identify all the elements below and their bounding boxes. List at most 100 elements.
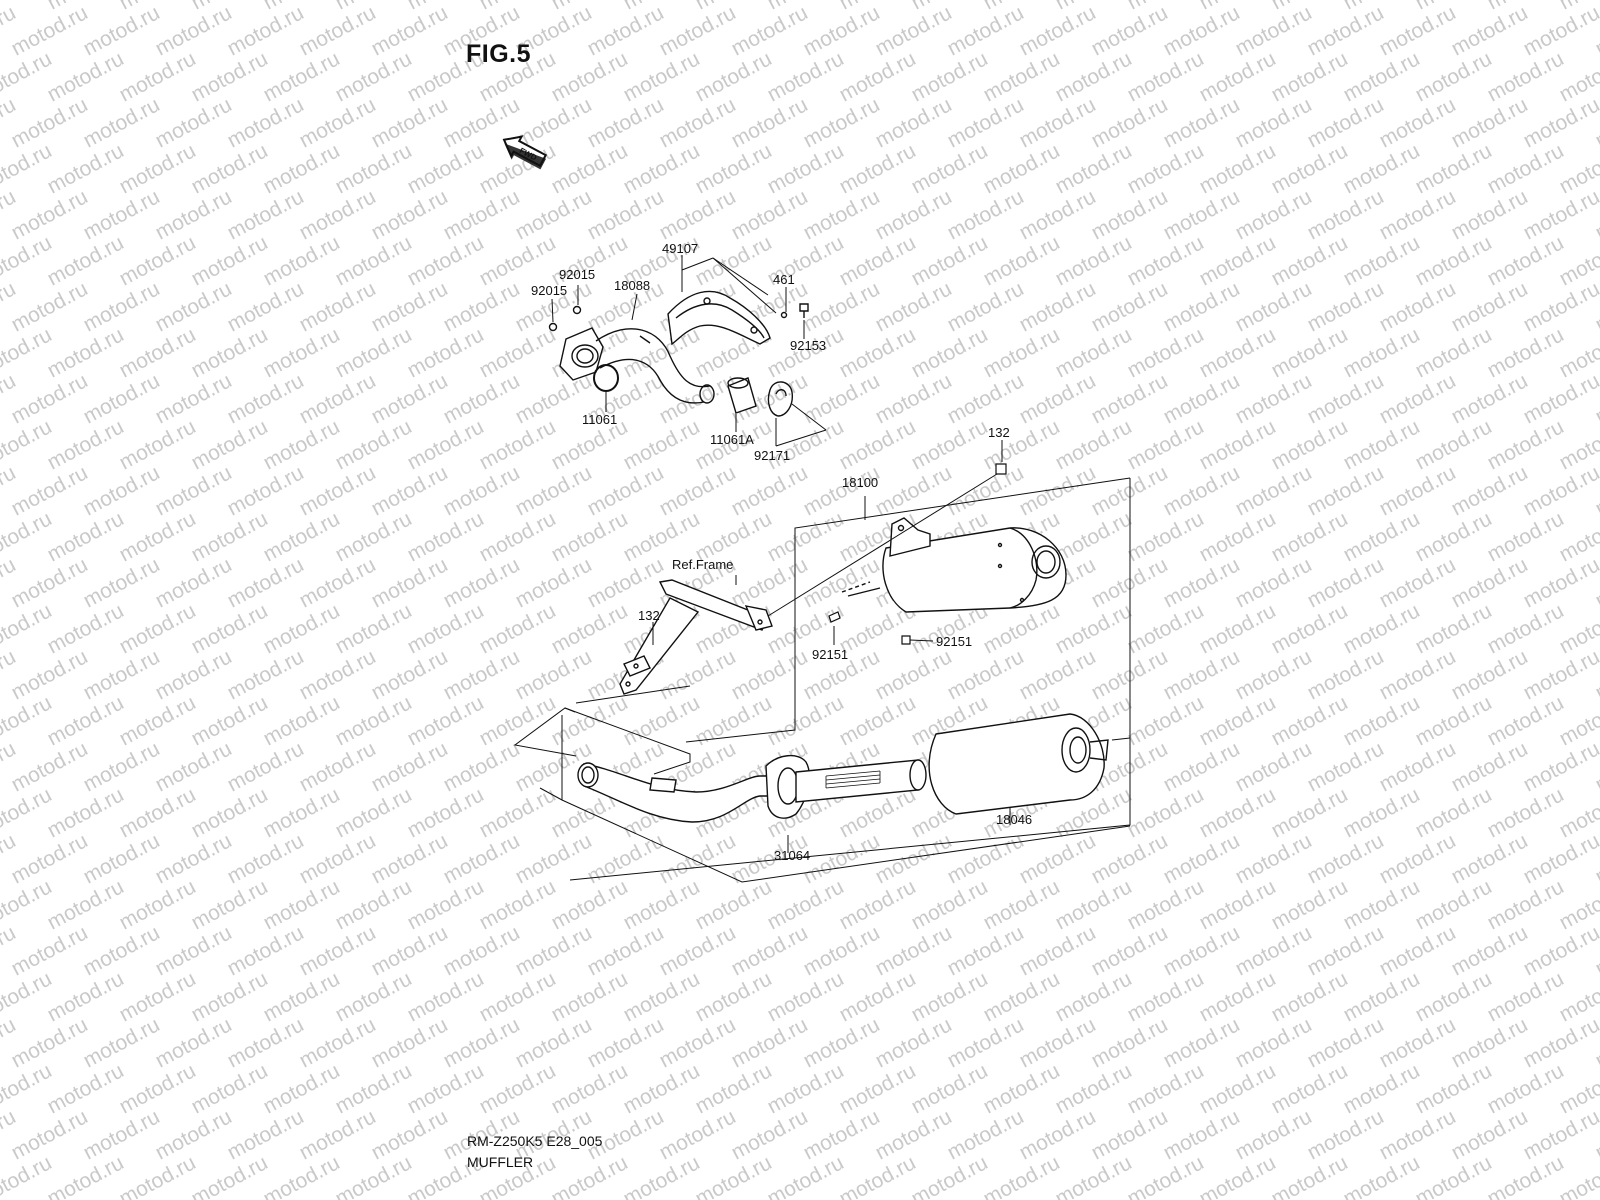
watermark-text: motod.ru — [1412, 967, 1496, 1026]
watermark-text: motod.ru — [1088, 369, 1172, 428]
watermark-text: motod.ru — [1340, 323, 1424, 382]
watermark-text: motod.ru — [188, 507, 272, 566]
watermark-text: motod.ru — [1520, 93, 1600, 152]
watermark-text: motod.ru — [908, 415, 992, 474]
watermark-text: motod.ru — [1016, 921, 1100, 980]
watermark-text: motod.ru — [1520, 921, 1600, 980]
watermark-text: motod.ru — [1124, 507, 1208, 566]
watermark-text: motod.ru — [656, 645, 740, 704]
watermark-text: motod.ru — [368, 185, 452, 244]
watermark-text: motod.ru — [80, 93, 164, 152]
watermark-text: motod.ru — [944, 1, 1028, 60]
watermark-text: motod.ru — [8, 93, 92, 152]
spring-92171 — [767, 381, 793, 417]
watermark-text: motod.ru — [476, 599, 560, 658]
label-92151-left: 92151 — [812, 647, 848, 662]
watermark-text: motod.ru — [1232, 369, 1316, 428]
watermark-text: motod.ru — [260, 415, 344, 474]
watermark-text: motod.ru — [584, 185, 668, 244]
watermark-text: motod.ru — [1124, 1059, 1208, 1118]
watermark-text: motod.ru — [1376, 277, 1460, 336]
watermark-text: motod.ru — [152, 1, 236, 60]
watermark-text: motod.ru — [1088, 277, 1172, 336]
watermark-text: motod.ru — [1520, 277, 1600, 336]
watermark-text: motod.ru — [1448, 553, 1532, 612]
bolt-92151b — [901, 635, 911, 645]
watermark-text: motod.ru — [1340, 139, 1424, 198]
watermark-text: motod.ru — [8, 737, 92, 796]
watermark-text: motod.ru — [1340, 691, 1424, 750]
watermark-text: motod.ru — [440, 553, 524, 612]
watermark-text: motod.ru — [1304, 921, 1388, 980]
watermark-text: motod.ru — [584, 93, 668, 152]
watermark-text: motod.ru — [260, 47, 344, 106]
watermark-text: motod.ru — [188, 1151, 272, 1200]
watermark-text: motod.ru — [368, 277, 452, 336]
watermark-text: motod.ru — [728, 645, 812, 704]
watermark-text: motod.ru — [260, 875, 344, 934]
watermark-text: motod.ru — [1052, 139, 1136, 198]
watermark-text: motod.ru — [332, 1151, 416, 1200]
watermark-text: motod.ru — [296, 277, 380, 336]
watermark-text: motod.ru — [224, 553, 308, 612]
watermark-text: motod.ru — [944, 93, 1028, 152]
watermark-text: motod.ru — [1412, 139, 1496, 198]
label-461: 461 — [773, 272, 795, 287]
watermark-text: motod.ru — [1160, 369, 1244, 428]
watermark-text: motod.ru — [944, 921, 1028, 980]
watermark-text: motod.ru — [116, 691, 200, 750]
watermark-text: motod.ru — [404, 967, 488, 1026]
pipe-inlet — [571, 344, 599, 368]
watermark-text: motod.ru — [80, 1, 164, 60]
watermark-text: motod.ru — [332, 967, 416, 1026]
watermark-text: motod.ru — [368, 1105, 452, 1164]
watermark-text: motod.ru — [332, 691, 416, 750]
watermark-text: motod.ru — [1268, 139, 1352, 198]
watermark-text: motod.ru — [1160, 921, 1244, 980]
watermark-text: motod.ru — [296, 553, 380, 612]
watermark-text: motod.ru — [44, 47, 128, 106]
watermark-text: motod.ru — [1160, 645, 1244, 704]
watermark-text: motod.ru — [1268, 415, 1352, 474]
watermark-text: motod.ru — [548, 1059, 632, 1118]
watermark-text: motod.ru — [548, 507, 632, 566]
label-132-top: 132 — [988, 425, 1010, 440]
watermark-text: motod.ru — [1160, 553, 1244, 612]
leader-lines-upper — [551, 255, 827, 447]
watermark-text: motod.ru — [872, 1, 956, 60]
watermark-text: motod.ru — [980, 1059, 1064, 1118]
watermark-text: motod.ru — [1484, 507, 1568, 566]
watermark-text: motod.ru — [1268, 323, 1352, 382]
watermark-text: motod.ru — [44, 507, 128, 566]
watermark-text: motod.ru — [1160, 277, 1244, 336]
watermark-text: motod.ru — [1016, 645, 1100, 704]
watermark-text: motod.ru — [1232, 1013, 1316, 1072]
watermark-text: motod.ru — [1412, 1059, 1496, 1118]
watermark-text: motod.ru — [1304, 553, 1388, 612]
watermark-text: motod.ru — [8, 553, 92, 612]
watermark-text: motod.ru — [440, 277, 524, 336]
watermark-text: motod.ru — [188, 875, 272, 934]
watermark-text: motod.ru — [1052, 1151, 1136, 1200]
watermark-text: motod.ru — [1304, 645, 1388, 704]
watermark-text: motod.ru — [1412, 415, 1496, 474]
watermark-text: motod.ru — [1448, 277, 1532, 336]
watermark-text: motod.ru — [116, 415, 200, 474]
bolt-92153 — [799, 303, 809, 318]
watermark-text: motod.ru — [260, 507, 344, 566]
watermark-text: motod.ru — [188, 139, 272, 198]
watermark-text: motod.ru — [512, 829, 596, 888]
nut-92015b — [572, 305, 582, 315]
watermark-text: motod.ru — [1376, 1, 1460, 60]
watermark-text: motod.ru — [944, 185, 1028, 244]
leader-lines-lower — [513, 440, 1011, 853]
watermark-text: motod.ru — [1232, 185, 1316, 244]
watermark-text: motod.ru — [908, 231, 992, 290]
label-92151-right: 92151 — [936, 634, 972, 649]
watermark-text: motod.ru — [260, 599, 344, 658]
watermark-text: motod.ru — [44, 967, 128, 1026]
watermark-text: motod.ru — [476, 967, 560, 1026]
fwd-arrow-icon: FWD — [502, 135, 548, 170]
label-31064: 31064 — [774, 848, 810, 863]
watermark-text: motod.ru — [1448, 1, 1532, 60]
